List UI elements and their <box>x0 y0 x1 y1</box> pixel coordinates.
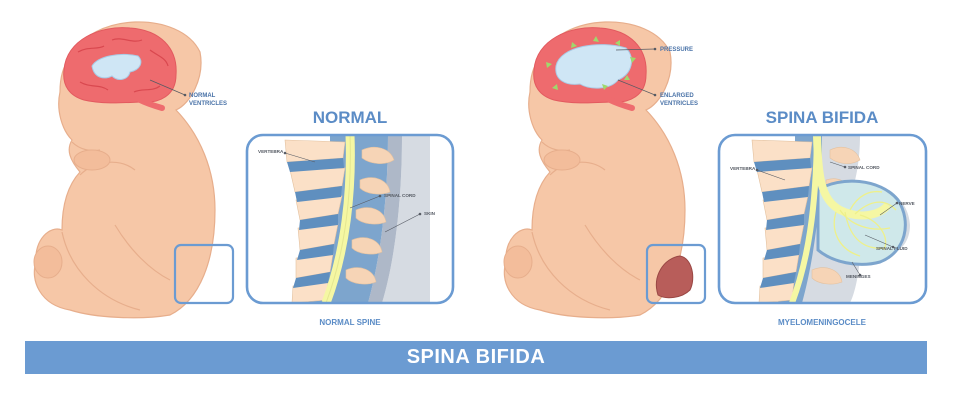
spine-region-marker <box>645 243 707 305</box>
brain-label-line-2: VENTRICLES <box>189 101 227 107</box>
baby-hand <box>543 149 581 171</box>
brain-label-enlarged-line-2: VENTRICLES <box>660 101 698 107</box>
banner-title: SPINA BIFIDA <box>406 346 546 368</box>
discs-spina-bifida <box>754 158 811 288</box>
ventricles-normal <box>91 53 142 80</box>
brain-label-line-1: NORMAL <box>189 93 216 99</box>
brain-label-enlarged-line-1: ENLARGED <box>660 93 694 99</box>
heading-spina-bifida: SPINA BIFIDA <box>766 108 879 127</box>
normal-spine-panel <box>247 135 453 303</box>
title-banner: SPINA BIFIDA <box>25 341 927 374</box>
label-vertebra-sb: VERTEBRA <box>730 166 756 171</box>
label-meninges: MENINGES <box>846 274 871 279</box>
discs-normal <box>287 158 344 288</box>
spina-bifida-panel <box>719 135 926 303</box>
vertebrae-spina-bifida <box>751 139 813 303</box>
baby-foot <box>33 245 63 279</box>
spinous-processes-normal <box>345 147 395 285</box>
label-skin-normal: SKIN <box>424 211 436 216</box>
vertebrae-normal <box>284 139 346 303</box>
baby-foot <box>503 245 533 279</box>
spine-region-marker <box>173 243 235 305</box>
baby-normal <box>33 21 235 319</box>
heading-normal: NORMAL <box>313 108 388 127</box>
label-nerve: NERVE <box>899 201 915 206</box>
normal-panel-frame <box>245 133 455 305</box>
caption-normal-spine: NORMAL SPINE <box>319 318 381 327</box>
pressure-arrows <box>546 36 636 90</box>
label-spinal-cord-normal: SPINAL CORD <box>384 193 416 198</box>
label-spinal-fluid: SPINAL FLUID <box>876 246 908 251</box>
meninges-sac <box>816 179 907 266</box>
label-spinal-cord-sb: SPINAL CORD <box>848 165 880 170</box>
myelomeningocele-sac <box>656 255 694 299</box>
brain-label-pressure: PRESSURE <box>660 47 693 53</box>
baby-spina-bifida <box>503 21 707 319</box>
caption-myelomeningocele: MYELOMENINGOCELE <box>778 318 867 327</box>
baby-hand <box>73 149 111 171</box>
spina-bifida-panel-frame <box>717 133 928 305</box>
label-vertebra-normal: VERTEBRA <box>258 149 284 154</box>
nerves <box>833 190 897 257</box>
